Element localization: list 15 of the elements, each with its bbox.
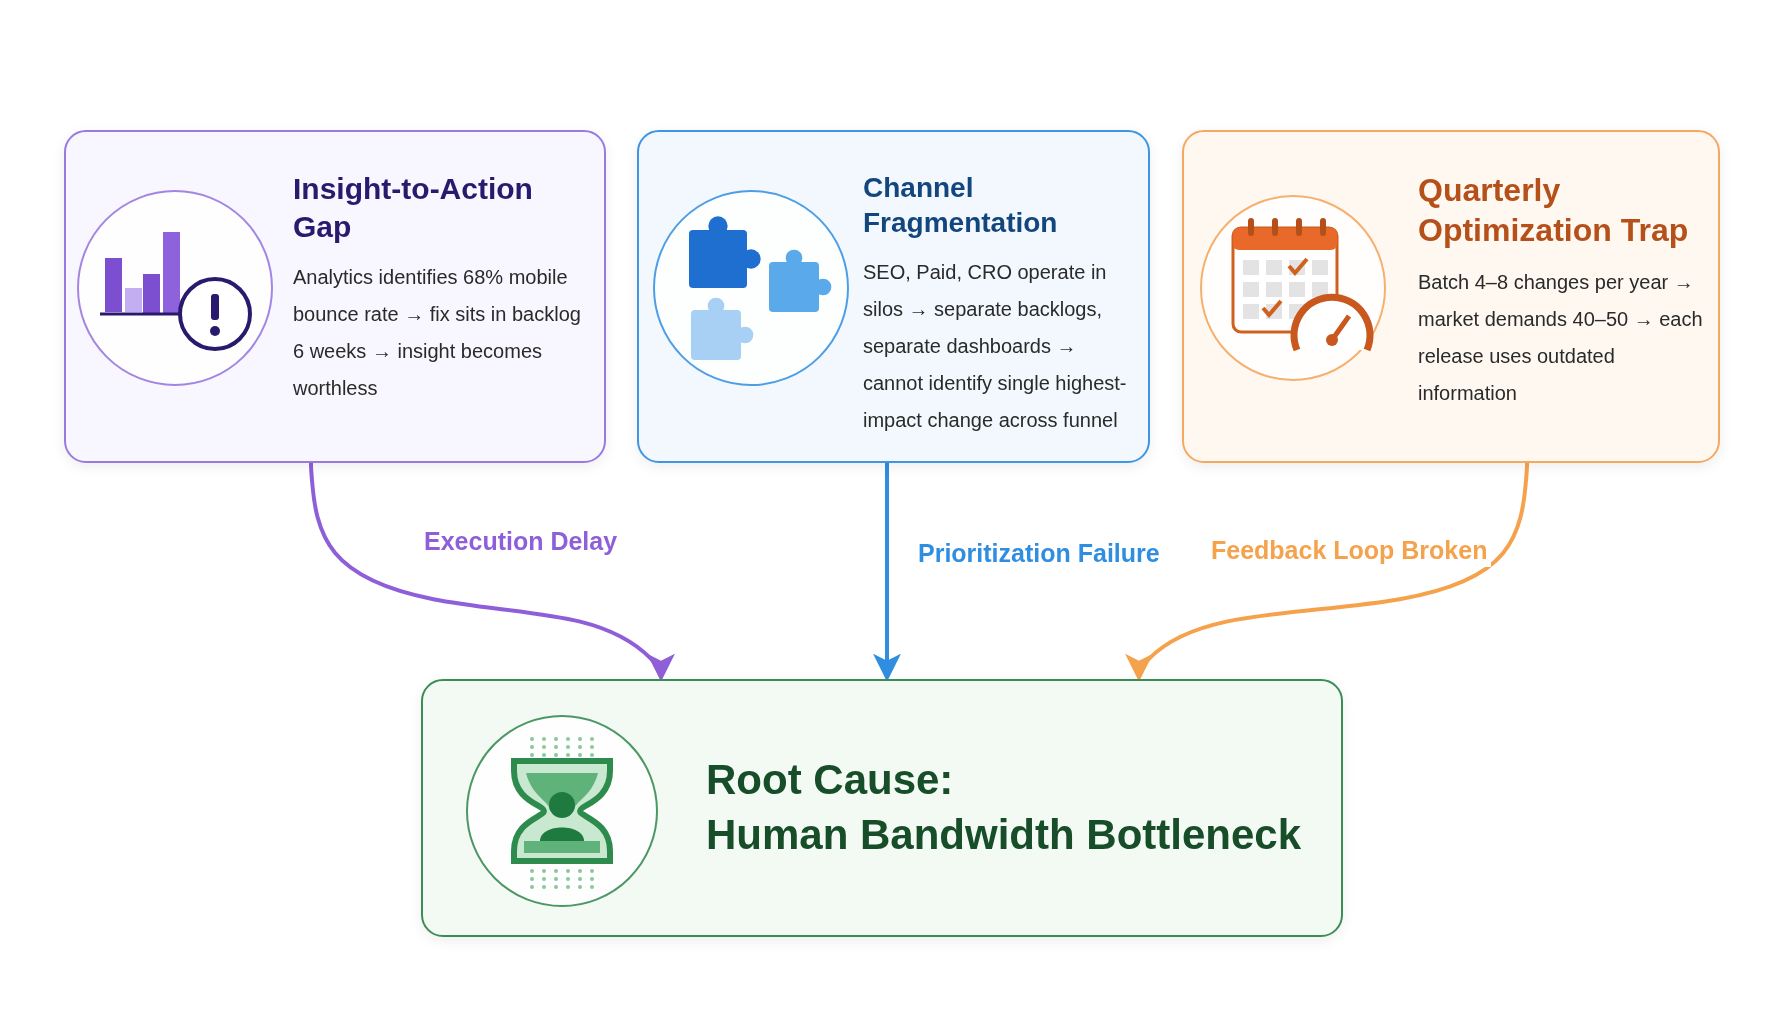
heading: Quarterly Optimization Trap: [1418, 171, 1690, 250]
card: [637, 130, 1150, 463]
arrow: [873, 462, 901, 682]
heading: Channel Fragmentation: [863, 171, 1059, 240]
description: Batch 4–8 changes per year → market demands 40–50 → each release uses outdated information: [1418, 270, 1704, 406]
heading: Human Bandwidth Bottleneck: [706, 809, 1303, 860]
heading: Insight-to-Action Gap: [293, 171, 534, 245]
card: [64, 130, 606, 463]
card: [1182, 130, 1720, 463]
description: SEO, Paid, CRO operate in silos → separate backlogs, separate dashboards → cannot identify single highest-impact change across funnel: [863, 260, 1128, 433]
heading: Root Cause:: [706, 754, 955, 805]
arrow: [309, 462, 675, 682]
arrow: [1125, 462, 1529, 682]
description: Analytics identifies 68% mobile bounce rate → fix sits in backlog 6 weeks → insight becomes worthless: [293, 265, 582, 401]
card: [421, 679, 1343, 937]
